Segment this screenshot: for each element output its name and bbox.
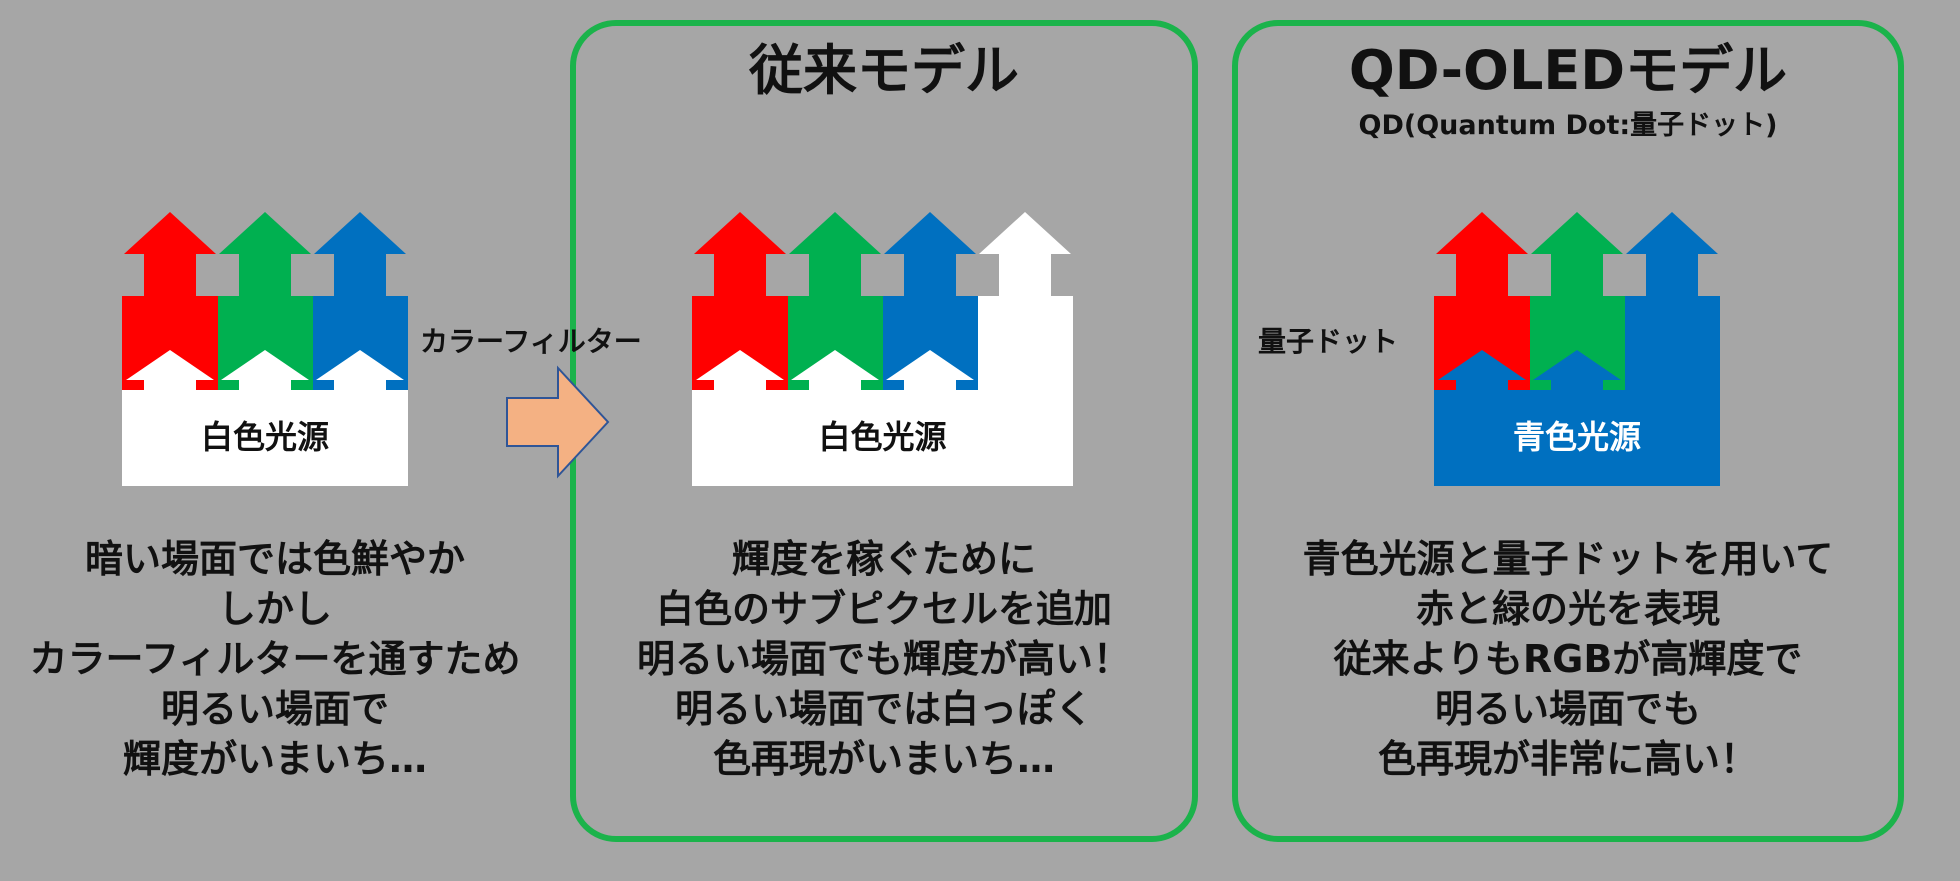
right-source-label: 青色光源 bbox=[1512, 418, 1641, 456]
right-description: 青色光源と量子ドットを用いて 赤と緑の光を表現 従来よりもRGBが高輝度で 明る… bbox=[1232, 534, 1904, 784]
conventional-model-title: 従来モデル bbox=[749, 39, 1019, 102]
left-description-line: カラーフィルターを通すため bbox=[29, 637, 521, 681]
green-light-arrow bbox=[789, 212, 881, 298]
white-light-arrow bbox=[886, 350, 974, 392]
white-light-source bbox=[692, 390, 1073, 486]
blue-pass-through bbox=[1625, 296, 1720, 392]
qd-oled-model-frame bbox=[1232, 20, 1904, 842]
middle-description-line: 色再現がいまいち… bbox=[712, 737, 1055, 781]
left-source-label: 白色光源 bbox=[200, 418, 329, 456]
white-light-arrow bbox=[979, 212, 1071, 298]
blue-light-arrow bbox=[314, 212, 406, 298]
red-light-arrow bbox=[1436, 212, 1528, 298]
middle-source-label: 白色光源 bbox=[818, 418, 947, 456]
white-subpixel bbox=[978, 296, 1073, 392]
white-light-arrow bbox=[696, 350, 784, 392]
blue-light-arrow bbox=[1438, 350, 1526, 392]
middle-description: 輝度を稼ぐために 白色のサブピクセルを追加 明るい場面でも輝度が高い！ 明るい場… bbox=[570, 534, 1198, 784]
red-light-arrow bbox=[124, 212, 216, 298]
color-filter-label: カラーフィルター bbox=[420, 325, 642, 358]
middle-description-line: 明るい場面では白っぽく bbox=[674, 687, 1093, 731]
blue-light-arrow bbox=[884, 212, 976, 298]
white-light-arrow bbox=[791, 350, 879, 392]
quantum-dot-label: 量子ドット bbox=[1258, 325, 1399, 358]
middle-description-line: 明るい場面でも輝度が高い！ bbox=[636, 637, 1131, 681]
blue-light-arrow bbox=[1533, 350, 1621, 392]
white-light-arrow bbox=[126, 350, 214, 392]
arrow-right-icon bbox=[506, 365, 610, 479]
qd-oled-model-title: QD-OLEDモデル bbox=[1348, 39, 1788, 102]
qd-oled-model-subtitle: QD(Quantum Dot:量子ドット) bbox=[1358, 110, 1778, 141]
middle-description-line: 輝度を稼ぐために bbox=[731, 537, 1036, 581]
white-light-source bbox=[122, 390, 408, 486]
right-description-line: 明るい場面でも bbox=[1434, 687, 1701, 731]
left-description-line: 輝度がいまいち… bbox=[122, 737, 427, 781]
blue-light-source bbox=[1434, 390, 1720, 486]
green-light-arrow bbox=[219, 212, 311, 298]
right-description-line: 青色光源と量子ドットを用いて bbox=[1302, 537, 1834, 581]
left-description: 暗い場面では色鮮やか しかし カラーフィルターを通すため 明るい場面で 輝度がい… bbox=[0, 534, 550, 784]
white-light-arrow bbox=[316, 350, 404, 392]
right-description-line: 赤と緑の光を表現 bbox=[1415, 587, 1720, 631]
right-description-line: 色再現が非常に高い！ bbox=[1377, 737, 1758, 781]
middle-description-line: 白色のサブピクセルを追加 bbox=[655, 587, 1112, 631]
left-description-line: 明るい場面で bbox=[160, 687, 389, 731]
red-light-arrow bbox=[694, 212, 786, 298]
left-description-line: しかし bbox=[217, 587, 332, 631]
white-light-arrow bbox=[221, 350, 309, 392]
left-description-line: 暗い場面では色鮮やか bbox=[84, 537, 465, 581]
green-light-arrow bbox=[1531, 212, 1623, 298]
blue-light-arrow bbox=[1626, 212, 1718, 298]
right-description-line: 従来よりもRGBが高輝度で bbox=[1333, 637, 1803, 681]
